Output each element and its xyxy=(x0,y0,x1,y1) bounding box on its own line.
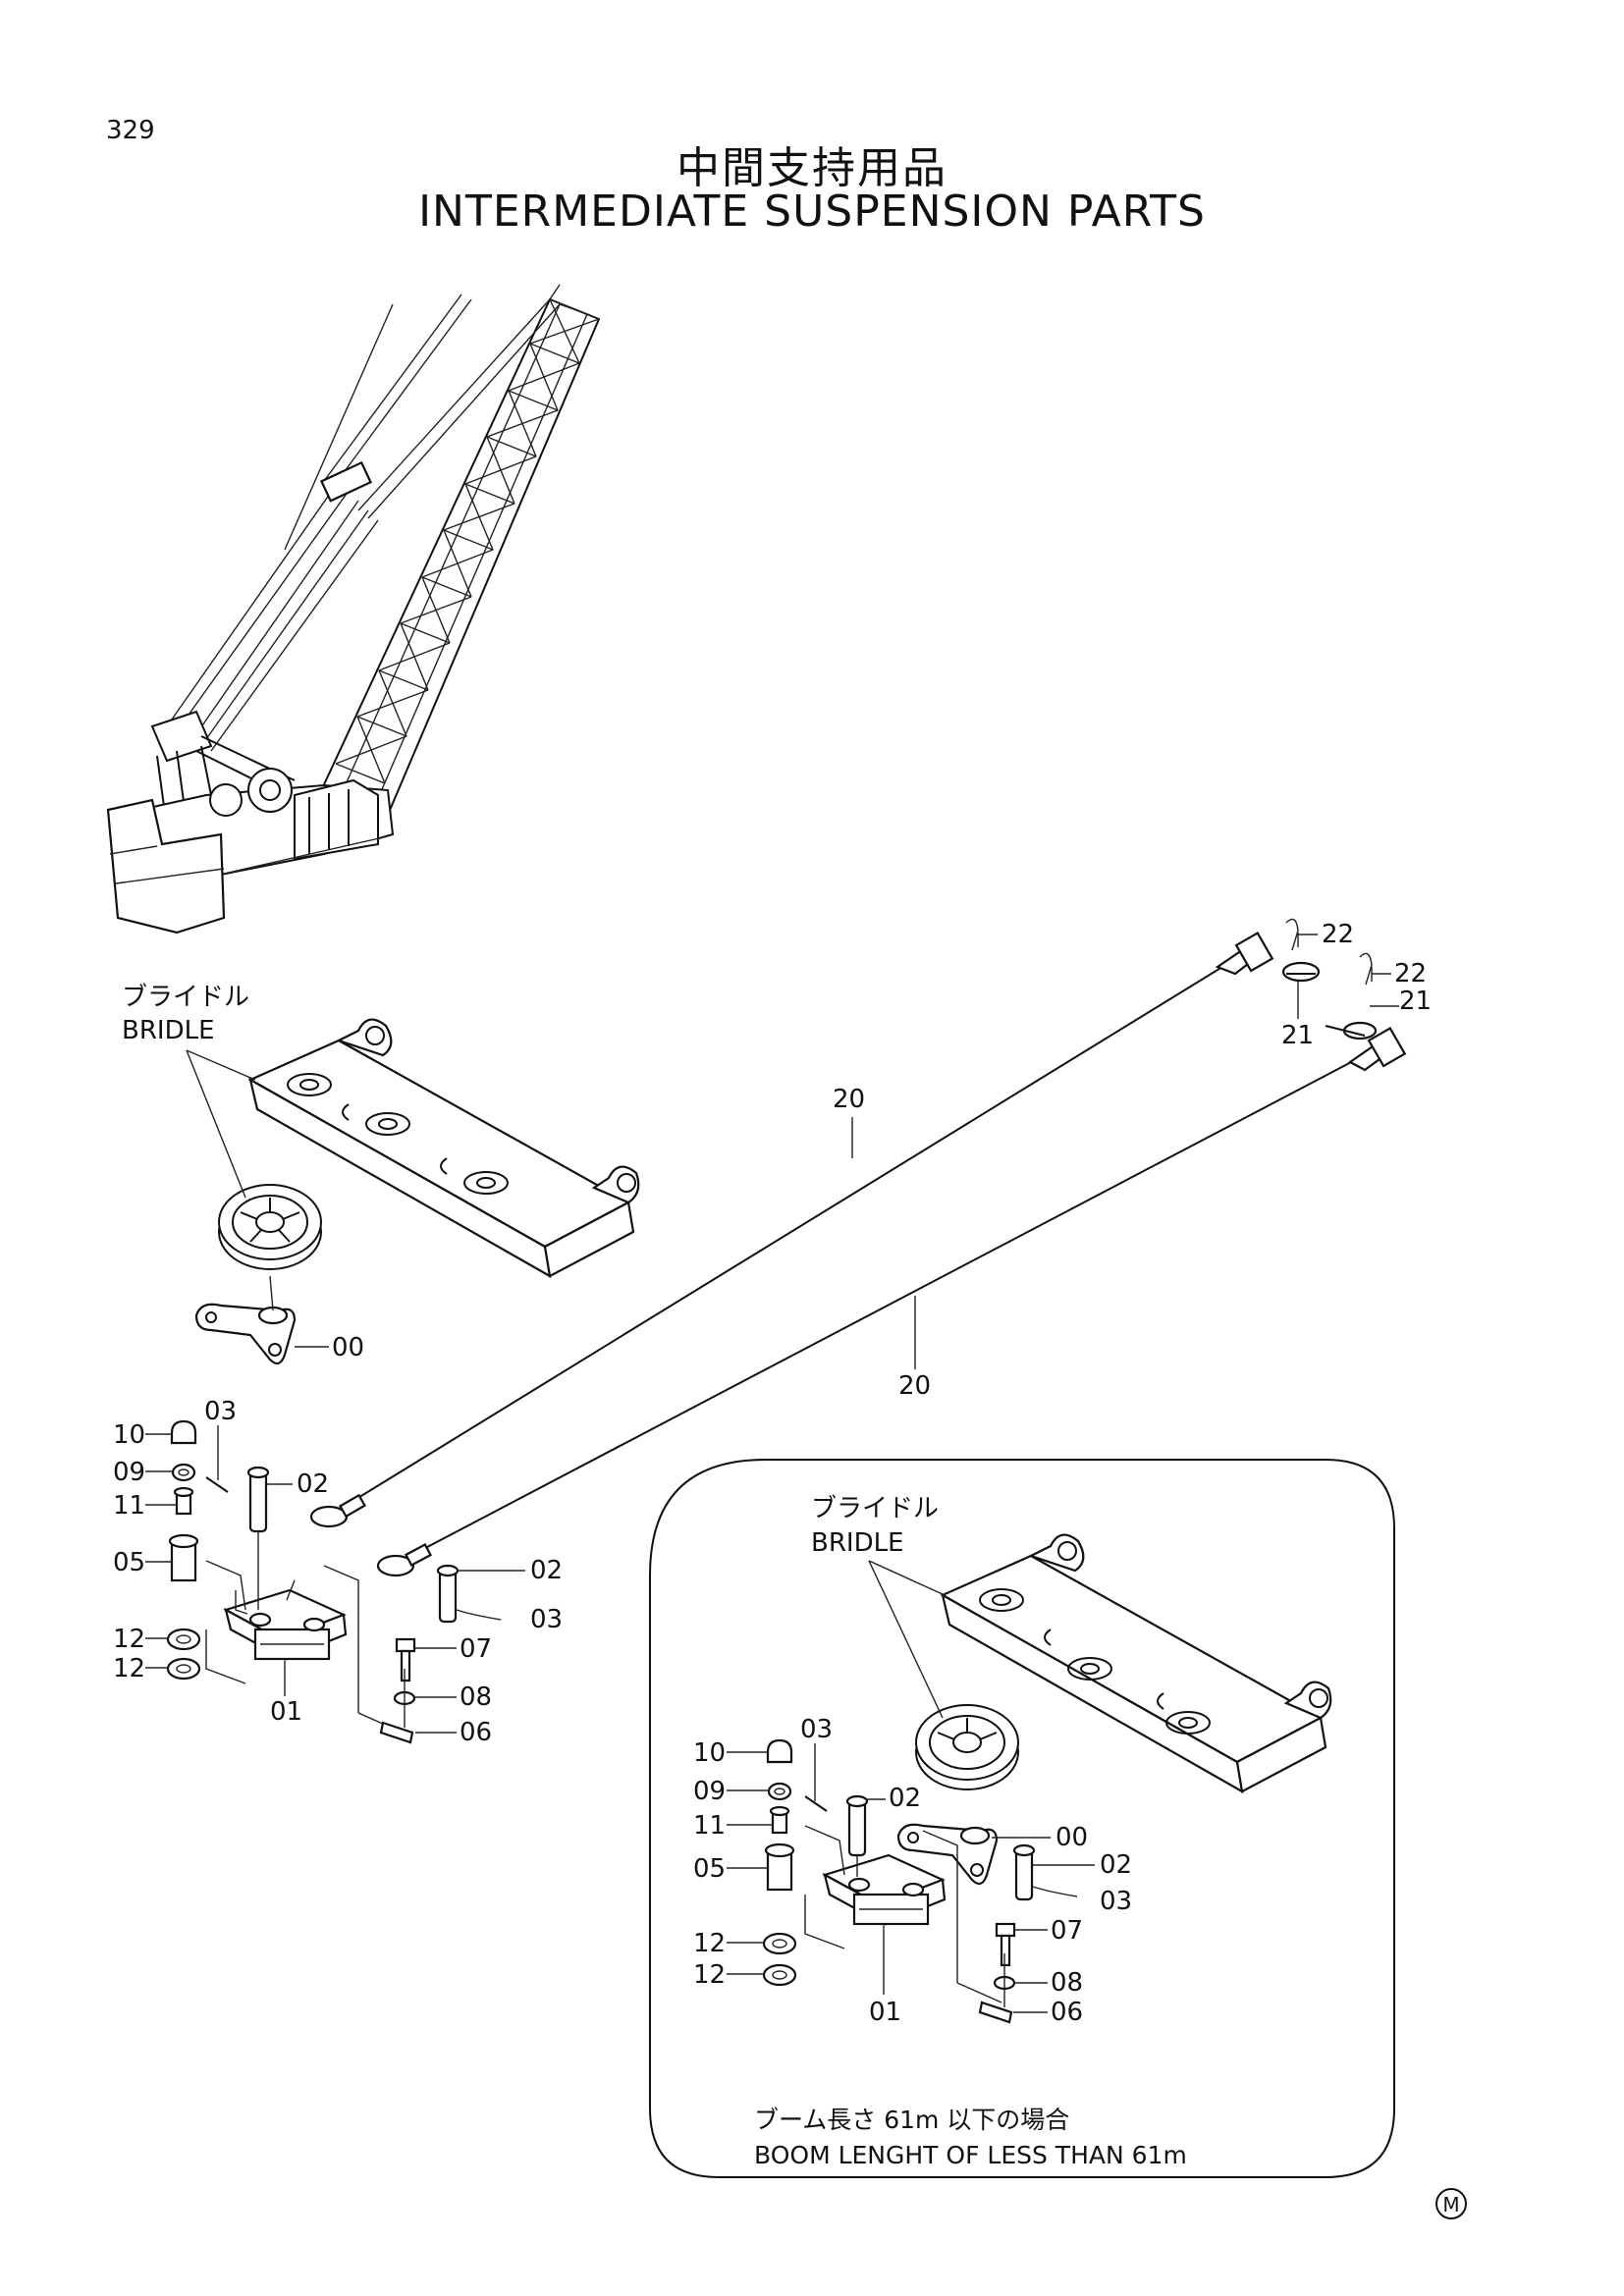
part-label-07: 07 xyxy=(460,1634,492,1664)
page-number: 329 xyxy=(106,116,155,145)
inset-part-label-06: 06 xyxy=(1051,1998,1083,2027)
bracket-assembly xyxy=(166,1419,502,1744)
inset-part-label-09: 09 xyxy=(693,1777,726,1806)
part-label-22-a: 22 xyxy=(1322,920,1354,949)
part-label-21-a: 21 xyxy=(1399,987,1432,1016)
inset-part-label-05: 05 xyxy=(693,1854,726,1884)
part-label-05: 05 xyxy=(113,1548,145,1577)
inset-part-label-02-right: 02 xyxy=(1100,1850,1132,1880)
part-label-03-right: 03 xyxy=(530,1605,563,1634)
inset-part-label-10: 10 xyxy=(693,1738,726,1768)
inset-bridle-label-en: BRIDLE xyxy=(811,1528,904,1558)
inset-labels: ブライドル BRIDLE 00 10 09 11 05 12 12 03 02 … xyxy=(693,1494,1187,2169)
part-label-10: 10 xyxy=(113,1420,145,1450)
crane-illustration xyxy=(106,284,601,934)
part-label-09: 09 xyxy=(113,1458,145,1487)
inset-part-label-12-b: 12 xyxy=(693,1960,726,1990)
inset-part-label-07: 07 xyxy=(1051,1916,1083,1946)
wire-ropes xyxy=(309,918,1407,1577)
page-title-japanese: 中間支持用品 xyxy=(677,143,947,193)
part-label-12-b: 12 xyxy=(113,1654,145,1683)
inset-part-label-01: 01 xyxy=(869,1998,901,2027)
inset-part-label-11: 11 xyxy=(693,1811,726,1841)
bridle-label-en: BRIDLE xyxy=(122,1016,215,1045)
m-mark-letter: M xyxy=(1442,2193,1459,2216)
inset-bridle-label-jp: ブライドル xyxy=(811,1494,939,1523)
inset-part-label-08: 08 xyxy=(1051,1968,1083,1998)
page-title-english: INTERMEDIATE SUSPENSION PARTS xyxy=(418,187,1206,237)
main-labels: ブライドル BRIDLE 00 20 20 22 22 21 21 10 09 … xyxy=(113,920,1432,1747)
part-label-12-a: 12 xyxy=(113,1625,145,1654)
inset-part-label-03-right: 03 xyxy=(1100,1887,1132,1916)
bridle-label-jp: ブライドル xyxy=(122,983,249,1012)
inset-part-label-02-upper: 02 xyxy=(889,1784,921,1813)
part-label-22-b: 22 xyxy=(1394,959,1427,988)
part-label-01: 01 xyxy=(270,1697,302,1727)
part-label-08: 08 xyxy=(460,1682,492,1712)
inset-part-label-00: 00 xyxy=(1056,1823,1088,1852)
part-label-11: 11 xyxy=(113,1491,145,1521)
m-mark: M xyxy=(1435,2188,1467,2219)
inset-part-label-03-upper: 03 xyxy=(800,1715,833,1744)
part-label-02-right: 02 xyxy=(530,1556,563,1585)
inset-boom-less-than-61m xyxy=(649,1459,1395,2178)
inset-caption-en: BOOM LENGHT OF LESS THAN 61m xyxy=(754,2141,1187,2169)
part-label-06: 06 xyxy=(460,1718,492,1747)
bridle-assembly xyxy=(186,1018,640,1365)
inset-part-label-12-a: 12 xyxy=(693,1929,726,1958)
inset-caption-jp: ブーム長さ 61m 以下の場合 xyxy=(754,2106,1069,2134)
part-label-03-upper: 03 xyxy=(204,1397,237,1426)
part-label-00: 00 xyxy=(332,1333,364,1362)
part-label-20-upper: 20 xyxy=(833,1085,865,1114)
part-label-02-upper: 02 xyxy=(297,1469,329,1499)
part-label-20-lower: 20 xyxy=(898,1371,931,1401)
part-label-21-b: 21 xyxy=(1281,1021,1314,1050)
